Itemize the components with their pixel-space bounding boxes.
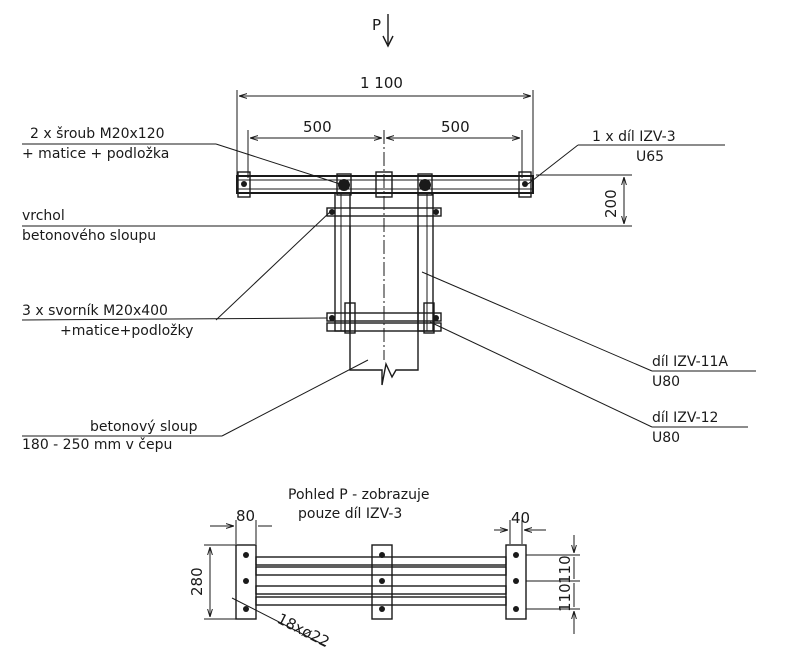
channel-end-plate-right [518, 171, 532, 198]
view-p-dim-40: 40 [511, 509, 530, 527]
view-p-hole [513, 578, 519, 584]
bolt-m20x120-right [417, 173, 433, 196]
view-p-holes-label: 18xø22 [274, 610, 332, 652]
label-bolts-line2: + matice + podložka [22, 146, 169, 162]
label-part3-line2: U65 [636, 149, 664, 165]
label-pole-line1: betonový sloup [90, 419, 198, 435]
view-p-beam-upper [255, 566, 507, 576]
view-p-hole [513, 606, 519, 612]
bolt-m20x120-left [336, 173, 352, 196]
stud-washer [423, 302, 435, 334]
top-dimensions: 1 100 500 500 [236, 74, 534, 360]
bolt-hole [522, 181, 528, 187]
view-arrow-p: P [372, 14, 394, 48]
view-p-dim-80: 80 [236, 507, 255, 525]
label-concrete-pole: betonový sloup 180 - 250 mm v čepu [22, 359, 369, 453]
label-studs-line2: +matice+podložky [60, 323, 193, 339]
view-p-hole [513, 552, 519, 558]
bolt-hole [241, 181, 247, 187]
view-p-plate-center [371, 544, 393, 620]
leader-part12 [429, 321, 653, 428]
concrete-pole [349, 226, 419, 386]
stud-nut [433, 209, 439, 215]
view-p-hole [243, 552, 249, 558]
label-bolts-line1: 2 x šroub M20x120 [30, 126, 165, 142]
view-p-plate-left [235, 544, 257, 620]
channel-center-plate [375, 171, 393, 198]
view-p-hole-leader [231, 597, 327, 647]
label-part11-line1: díl IZV-11A [652, 354, 728, 370]
label-part12-line2: U80 [652, 430, 680, 446]
bracket-izv-11a-left [334, 192, 351, 332]
view-p-hole [243, 606, 249, 612]
stud-m20x400-middle [326, 312, 442, 322]
height-dimension: 200 [440, 174, 632, 227]
leader-part11 [421, 271, 653, 372]
view-p-plate-right [505, 544, 527, 620]
dim-left-half: 500 [303, 118, 332, 136]
label-part-izv-12: díl IZV-12 U80 [429, 321, 748, 446]
view-p-hole [379, 552, 385, 558]
leader-part3 [527, 144, 579, 185]
view-p-title-line1: Pohled P - zobrazuje [288, 487, 429, 503]
dim-height: 200 [602, 189, 620, 218]
view-p: Pohled P - zobrazuje pouze díl IZV-3 80 … [188, 487, 580, 651]
dim-overall-width: 1 100 [360, 74, 403, 92]
view-p-title-line2: pouze díl IZV-3 [298, 506, 402, 522]
label-part12-line1: díl IZV-12 [652, 410, 718, 426]
view-arrow-label: P [372, 16, 381, 34]
label-top-line2: betonového sloupu [22, 228, 156, 244]
leader-studs [215, 211, 331, 321]
assembly-front-view [236, 171, 534, 386]
view-p-hole [243, 578, 249, 584]
view-p-hole [379, 606, 385, 612]
label-top-of-pole: vrchol betonového sloupu [22, 208, 240, 244]
label-part3-line1: 1 x díl IZV-3 [592, 129, 676, 145]
label-part-izv-3: 1 x díl IZV-3 U65 [527, 129, 725, 185]
bracket-izv-11a-right [417, 192, 434, 332]
view-p-beam-lower [255, 585, 507, 595]
label-pole-line2: 180 - 250 mm v čepu [22, 437, 172, 453]
view-p-beam-bottom [255, 596, 507, 606]
stud-washer [344, 302, 356, 334]
view-p-dim-110-bottom: 110 [556, 583, 574, 612]
label-bolts: 2 x šroub M20x120 + matice + podložka [22, 126, 341, 185]
channel-izv-3 [236, 175, 534, 194]
stud-nut [329, 209, 335, 215]
label-studs-line1: 3 x svorník M20x400 [22, 303, 168, 319]
bolt-head [338, 179, 350, 191]
channel-end-plate-left [237, 171, 251, 198]
leader-underline [21, 317, 328, 321]
bolt-head [419, 179, 431, 191]
leader-pole [221, 359, 369, 437]
view-arrow-head [382, 35, 394, 48]
view-p-dim-280: 280 [188, 567, 206, 596]
view-p-holes [243, 552, 519, 612]
view-p-hole [379, 578, 385, 584]
leader-bolts [215, 143, 341, 185]
stud-m20x400-top [326, 207, 442, 217]
label-part-izv-11a: díl IZV-11A U80 [421, 271, 756, 390]
label-top-line1: vrchol [22, 208, 65, 224]
label-studs: 3 x svorník M20x400 +matice+podložky [21, 211, 331, 339]
view-p-dim-110-top: 110 [556, 555, 574, 584]
stud-nut [329, 315, 335, 321]
dim-right-half: 500 [441, 118, 470, 136]
view-p-beam-top [255, 556, 507, 566]
label-part11-line2: U80 [652, 374, 680, 390]
